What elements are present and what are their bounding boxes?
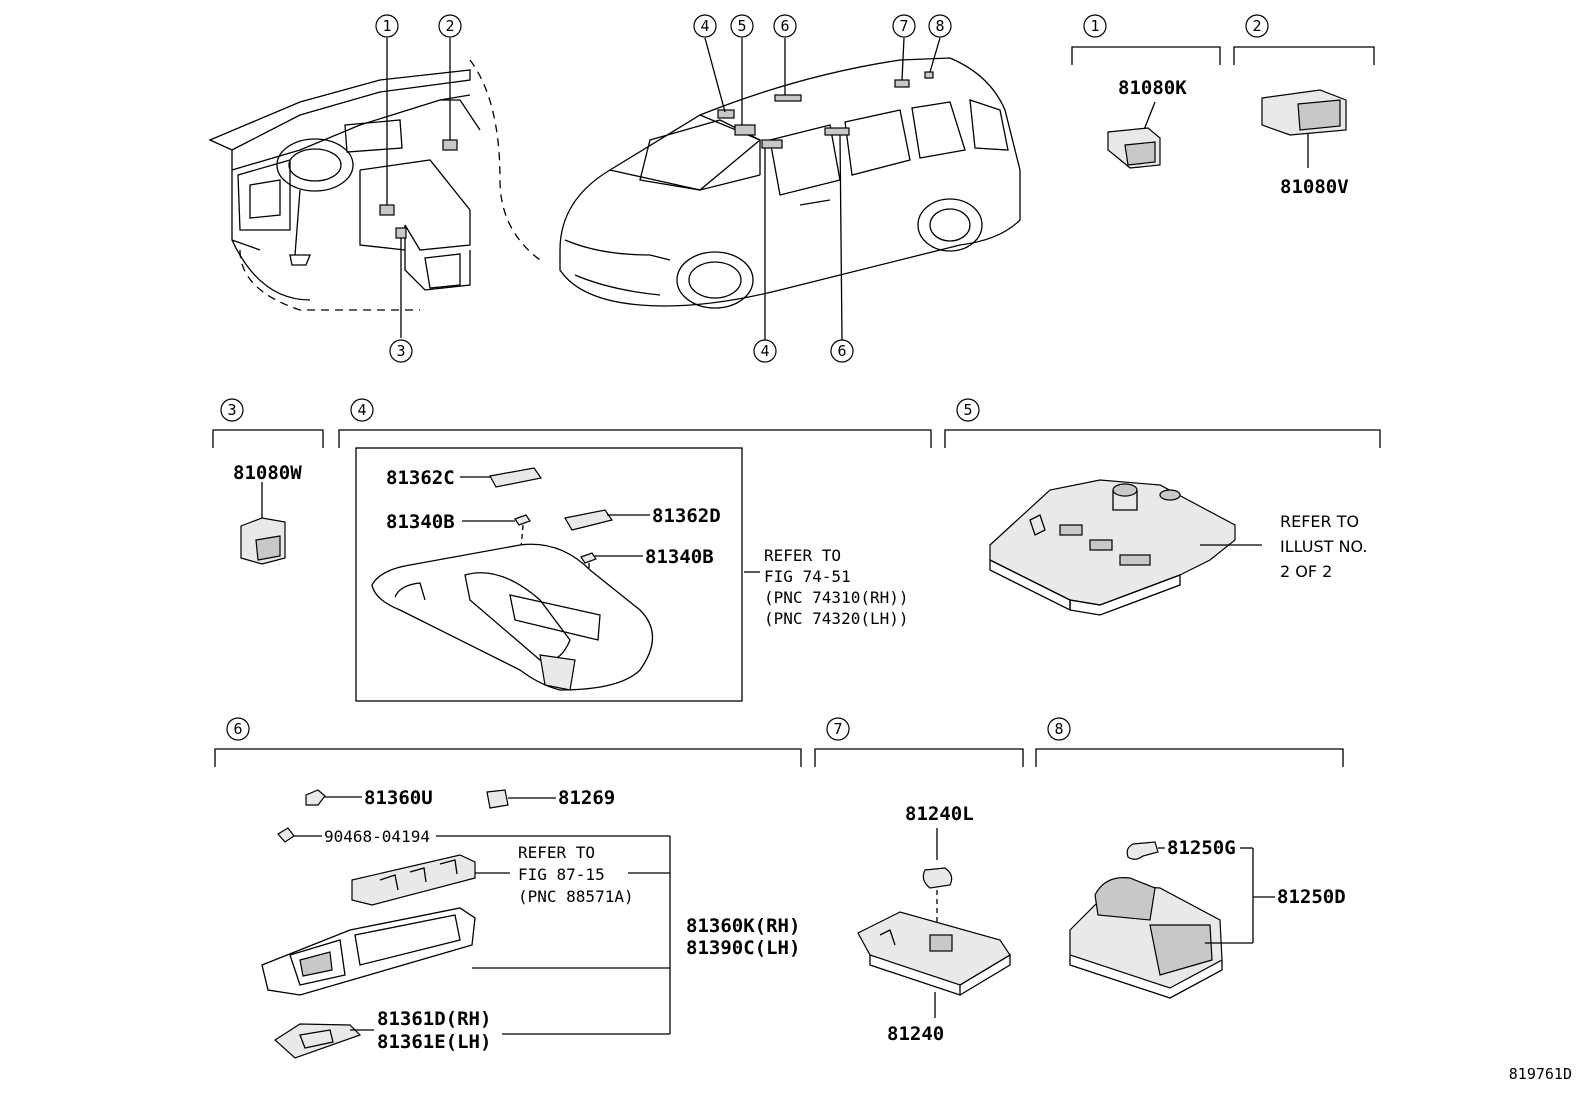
part-81362c: 81362C (386, 467, 455, 489)
part-90468-04194: 90468-04194 (324, 827, 430, 846)
part-81240l: 81240L (905, 803, 974, 825)
part-81080w: 81080W (233, 462, 302, 484)
part-81390c-lh: 81390C(LH) (686, 937, 800, 959)
part-81360u: 81360U (364, 787, 433, 809)
part-81240: 81240 (887, 1023, 944, 1045)
callout-van-4: 4 (700, 17, 709, 35)
s6-refer-line-1: REFER TO (518, 843, 595, 862)
refer-notes: REFER TO FIG 74-51 (PNC 74310(RH)) (PNC … (518, 512, 1367, 906)
van-illustration (559, 37, 1021, 341)
part-81250d: 81250D (1277, 886, 1346, 908)
part-81340b-lower: 81340B (645, 546, 714, 568)
section-number-markers: 1 2 3 4 5 6 7 8 (220, 14, 1269, 741)
luggage-lamp-drawing (1069, 841, 1275, 999)
section-4-number: 4 (357, 401, 366, 419)
part-81361d-rh: 81361D(RH) (377, 1008, 491, 1030)
visor-assembly-drawing (355, 447, 760, 702)
s5-refer-line-1: REFER TO (1280, 512, 1359, 531)
vanity-lamp-drawing (261, 789, 671, 1059)
switch-81080v-drawing (1261, 89, 1347, 168)
section-brackets (212, 46, 1381, 767)
s5-refer-line-3: 2 OF 2 (1280, 562, 1332, 581)
callout-van-5: 5 (737, 17, 746, 35)
interior-lamp-drawing (857, 828, 1011, 1018)
callout-dash-2: 2 (445, 17, 454, 35)
part-81360k-rh: 81360K(RH) (686, 915, 800, 937)
switch-81080k-drawing (1107, 101, 1161, 169)
illustration-id: 819761D (1509, 1065, 1572, 1083)
callout-markers: 1 2 3 4 5 6 7 8 4 6 (375, 14, 952, 363)
part-81250g: 81250G (1167, 837, 1236, 859)
callout-dash-1: 1 (382, 17, 391, 35)
section-3-number: 3 (227, 401, 236, 419)
callout-van-bottom-4: 4 (760, 342, 769, 360)
section-1-number: 1 (1090, 17, 1099, 35)
s6-refer-line-3: (PNC 88571A) (518, 887, 634, 906)
callout-dash-3: 3 (396, 342, 405, 360)
part-81080k: 81080K (1118, 77, 1187, 99)
section-5-number: 5 (963, 401, 972, 419)
switch-81080w-drawing (240, 482, 286, 565)
part-81269: 81269 (558, 787, 615, 809)
callout-van-6: 6 (780, 17, 789, 35)
callout-van-bottom-6: 6 (837, 342, 846, 360)
s6-refer-line-2: FIG 87-15 (518, 865, 605, 884)
s4-refer-line-4: (PNC 74320(LH)) (764, 609, 909, 628)
section-2-number: 2 (1252, 17, 1261, 35)
part-81080v: 81080V (1280, 176, 1349, 198)
s4-refer-line-3: (PNC 74310(RH)) (764, 588, 909, 607)
callout-van-8: 8 (935, 17, 944, 35)
part-number-labels: 81080K 81080V 81080W 81362C 81340B 81362… (233, 77, 1349, 1053)
part-81361e-lh: 81361E(LH) (377, 1031, 491, 1053)
callout-van-7: 7 (899, 17, 908, 35)
s5-refer-line-2: ILLUST NO. (1280, 537, 1367, 556)
section-7-number: 7 (833, 720, 842, 738)
dashboard-illustration (208, 38, 541, 338)
s4-refer-line-2: FIG 74-51 (764, 567, 851, 586)
roof-console-drawing (989, 479, 1262, 616)
part-81340b-upper: 81340B (386, 511, 455, 533)
part-81362d: 81362D (652, 505, 721, 527)
section-8-number: 8 (1054, 720, 1063, 738)
s4-refer-line-1: REFER TO (764, 546, 841, 565)
section-6-number: 6 (233, 720, 242, 738)
